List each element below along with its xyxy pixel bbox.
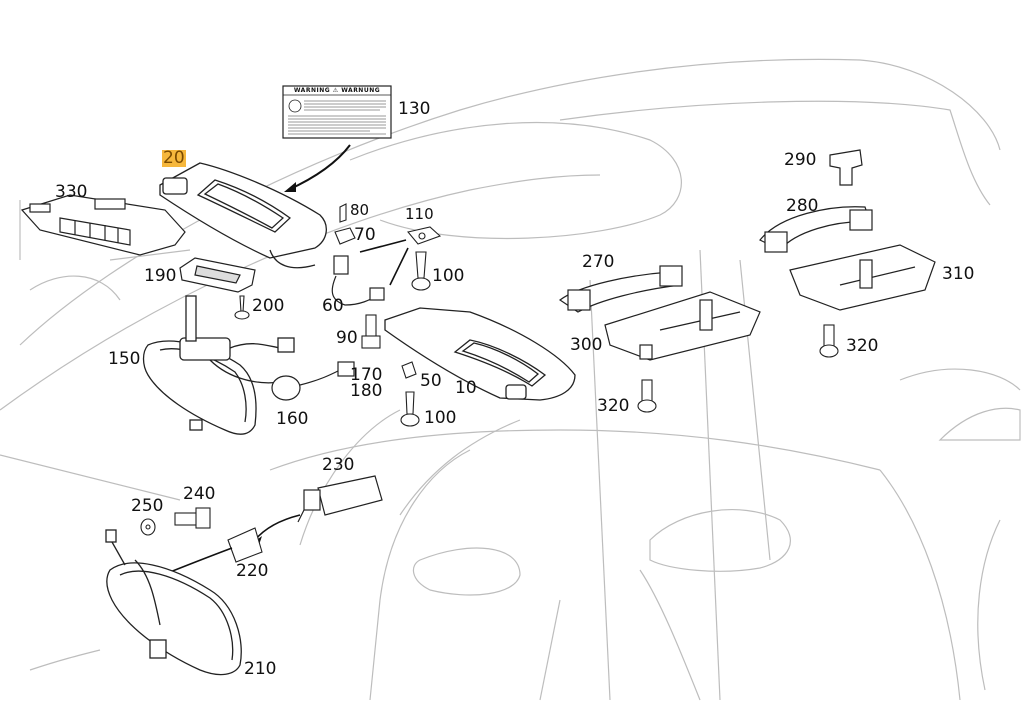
callout-320-right[interactable]: 320 <box>846 336 879 356</box>
screw-200 <box>234 295 250 320</box>
bolt-240 <box>174 507 211 529</box>
callout-310[interactable]: 310 <box>942 264 975 284</box>
sun-visor-left <box>159 162 327 269</box>
overhead-console <box>20 194 186 256</box>
callout-180[interactable]: 180 <box>350 381 383 401</box>
bolt-320-left <box>637 379 657 413</box>
callout-170[interactable]: 170 <box>350 365 383 385</box>
bolt-320-right <box>819 324 839 358</box>
callout-330[interactable]: 330 <box>55 182 88 202</box>
callout-210[interactable]: 210 <box>244 659 277 679</box>
callout-150[interactable]: 150 <box>108 349 141 369</box>
bracket-300 <box>604 291 761 361</box>
callout-300[interactable]: 300 <box>570 335 603 355</box>
arrow-110 <box>359 239 407 253</box>
callout-240[interactable]: 240 <box>183 484 216 504</box>
callout-90[interactable]: 90 <box>336 328 358 348</box>
mirror-210 <box>105 529 242 676</box>
callout-70[interactable]: 70 <box>354 225 376 245</box>
callout-80[interactable]: 80 <box>350 201 370 219</box>
callout-230[interactable]: 230 <box>322 455 355 475</box>
arrow-110b <box>389 247 409 286</box>
callout-60[interactable]: 60 <box>322 296 344 316</box>
visor-mount-plate <box>179 257 256 293</box>
callout-290[interactable]: 290 <box>784 150 817 170</box>
tape-220 <box>227 527 263 563</box>
car-body-outline <box>0 58 1021 701</box>
connector-160 <box>271 361 355 401</box>
callout-100-upper[interactable]: 100 <box>432 266 465 286</box>
grab-handle-280 <box>759 206 873 253</box>
callout-50[interactable]: 50 <box>420 371 442 391</box>
grab-handle-270 <box>558 265 683 313</box>
callout-250[interactable]: 250 <box>131 496 164 516</box>
wire-harness-60 <box>331 255 385 306</box>
clip-80 <box>339 203 347 223</box>
bolt-90 <box>361 314 381 349</box>
clip-290 <box>829 149 863 186</box>
clip-110 <box>407 226 442 245</box>
warning-label-title: WARNING ⚠ WARNUNG <box>293 87 381 94</box>
callout-110[interactable]: 110 <box>405 205 434 223</box>
callout-270[interactable]: 270 <box>582 252 615 272</box>
callout-320-left[interactable]: 320 <box>597 396 630 416</box>
callout-100-lower[interactable]: 100 <box>424 408 457 428</box>
callout-200[interactable]: 200 <box>252 296 285 316</box>
callout-280[interactable]: 280 <box>786 196 819 216</box>
callout-190[interactable]: 190 <box>144 266 177 286</box>
screw-100-lower <box>400 391 420 427</box>
callout-160[interactable]: 160 <box>276 409 309 429</box>
rearview-mirror-150 <box>142 295 295 435</box>
clip-50 <box>401 361 417 379</box>
bracket-310 <box>789 244 936 311</box>
callout-220[interactable]: 220 <box>236 561 269 581</box>
callout-10[interactable]: 10 <box>455 378 477 398</box>
sun-visor-right <box>384 307 576 401</box>
callout-20[interactable]: 20 <box>162 148 186 168</box>
adhesive-tube-230 <box>297 475 383 523</box>
callout-130[interactable]: 130 <box>398 99 431 119</box>
warning-label-part <box>282 85 392 192</box>
washer-250 <box>140 518 156 536</box>
bracket-70 <box>334 227 356 245</box>
screw-100-upper <box>411 251 431 291</box>
